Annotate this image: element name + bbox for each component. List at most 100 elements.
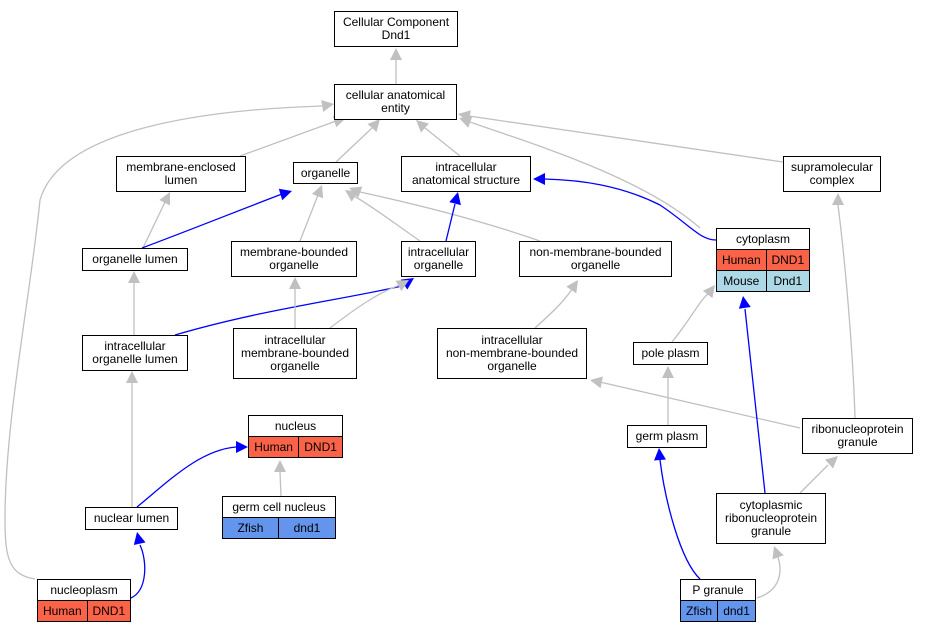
- is-a-edge: [837, 204, 856, 419]
- edge-arrowhead: [533, 173, 545, 185]
- species-cell: Human: [716, 249, 767, 271]
- edge-arrowhead: [390, 48, 402, 60]
- species-cell: Zfish: [222, 517, 279, 539]
- node-label-line: Dnd1: [381, 28, 411, 42]
- node-title: nucleoplasm: [37, 579, 131, 601]
- node-label-line: organelle: [269, 258, 319, 272]
- edge-arrowhead: [832, 193, 844, 205]
- node-label-line: granule: [750, 524, 792, 538]
- node-pole-plasm: pole plasm: [633, 342, 708, 365]
- node-label-line: germ plasm: [635, 429, 699, 443]
- node-label-line: organelle: [570, 258, 621, 272]
- is-a-edge: [469, 121, 701, 229]
- gene-cell: DND1: [765, 249, 811, 271]
- node-label-line: ribonucleoprotein: [811, 422, 904, 436]
- edge-arrowhead: [459, 116, 473, 128]
- annotated-edge: [659, 459, 701, 580]
- node-label-line: intracellular: [104, 339, 166, 353]
- species-cell: Mouse: [716, 270, 767, 292]
- edge-arrowhead: [702, 285, 715, 299]
- node-label-line: intracellular: [481, 333, 543, 347]
- node-label-line: ribonucleoprotein: [724, 511, 818, 525]
- edge-arrowhead: [395, 280, 409, 292]
- node-label-line: granule: [837, 435, 878, 449]
- edge-arrowhead: [590, 376, 603, 389]
- node-label-line: cytoplasmic: [739, 498, 803, 512]
- is-a-edge: [671, 293, 709, 343]
- is-a-edge: [239, 120, 337, 157]
- is-a-edge: [799, 464, 829, 494]
- species-cell: Human: [247, 436, 300, 458]
- node-label-line: supramolecular: [790, 160, 874, 174]
- gene-cell: DND1: [86, 600, 132, 622]
- edge-arrowhead: [274, 460, 286, 472]
- gene-cell: DND1: [298, 436, 343, 458]
- edge-arrowhead: [159, 192, 170, 206]
- edge-arrowhead: [311, 185, 324, 199]
- species-cell: Zfish: [679, 600, 719, 622]
- node-label-line: entity: [381, 101, 410, 115]
- node-label-line: organelle lumen: [92, 252, 178, 266]
- species-cell: Human: [37, 600, 88, 622]
- node-nucleus: nucleus Human DND1: [247, 415, 343, 458]
- annotated-edge: [141, 193, 283, 249]
- edge-arrowhead: [416, 120, 429, 133]
- annotated-edge: [445, 203, 456, 242]
- node-label-line: lumen: [164, 173, 198, 187]
- node-germ-cell-nucleus: germ cell nucleus Zfish dnd1: [222, 496, 337, 539]
- is-a-edge: [329, 284, 401, 329]
- node-organelle-lumen: organelle lumen: [82, 248, 188, 271]
- node-nucleoplasm: nucleoplasm Human DND1: [37, 579, 132, 622]
- node-label-line: organelle: [300, 165, 351, 180]
- node-label-line: nuclear lumen: [93, 511, 170, 525]
- edge-arrowhead: [367, 119, 380, 132]
- is-a-edge: [335, 127, 373, 163]
- node-label-line: organelle: [413, 258, 464, 272]
- node-p-granule: P granule Zfish dnd1: [679, 579, 756, 622]
- is-a-edge: [353, 195, 421, 242]
- is-a-edge: [756, 556, 781, 599]
- edge-arrowhead: [772, 546, 784, 560]
- node-title: germ cell nucleus: [222, 496, 336, 518]
- node-label-line: non-membrane-bounded: [445, 346, 579, 360]
- node-label-line: membrane-bounded: [239, 245, 349, 259]
- edge-arrowhead: [126, 371, 138, 383]
- edge-arrowhead: [128, 271, 140, 283]
- annotated-edge: [174, 285, 403, 336]
- node-title: P granule: [680, 579, 756, 601]
- is-a-edge: [468, 115, 784, 163]
- edge-arrowhead: [654, 448, 666, 461]
- node-organelle: organelle: [293, 162, 358, 184]
- is-a-edge: [359, 191, 541, 242]
- annotated-edge: [136, 446, 237, 508]
- node-cytoplasm: cytoplasm Human DND1 Mouse Dnd1: [716, 228, 811, 292]
- node-label-line: cellular anatomical: [345, 88, 446, 102]
- is-a-edge: [424, 127, 461, 157]
- node-label-line: intracellular: [264, 333, 326, 347]
- node-label-line: Cellular Component: [342, 15, 450, 29]
- is-a-edge: [534, 288, 573, 329]
- node-label-line: intracellular: [435, 160, 497, 174]
- edge-arrowhead: [449, 192, 461, 206]
- node-title: cytoplasm: [716, 228, 810, 250]
- edge-arrowhead: [662, 366, 674, 378]
- gene-cell: dnd1: [717, 600, 756, 622]
- annotated-edge: [130, 544, 146, 599]
- edge-arrowhead: [349, 186, 363, 198]
- edges: [4, 48, 856, 599]
- edge-arrowhead: [289, 277, 301, 289]
- node-label-line: organelle: [270, 359, 320, 373]
- annotated-edge: [544, 178, 717, 241]
- gene-cell: Dnd1: [765, 270, 811, 292]
